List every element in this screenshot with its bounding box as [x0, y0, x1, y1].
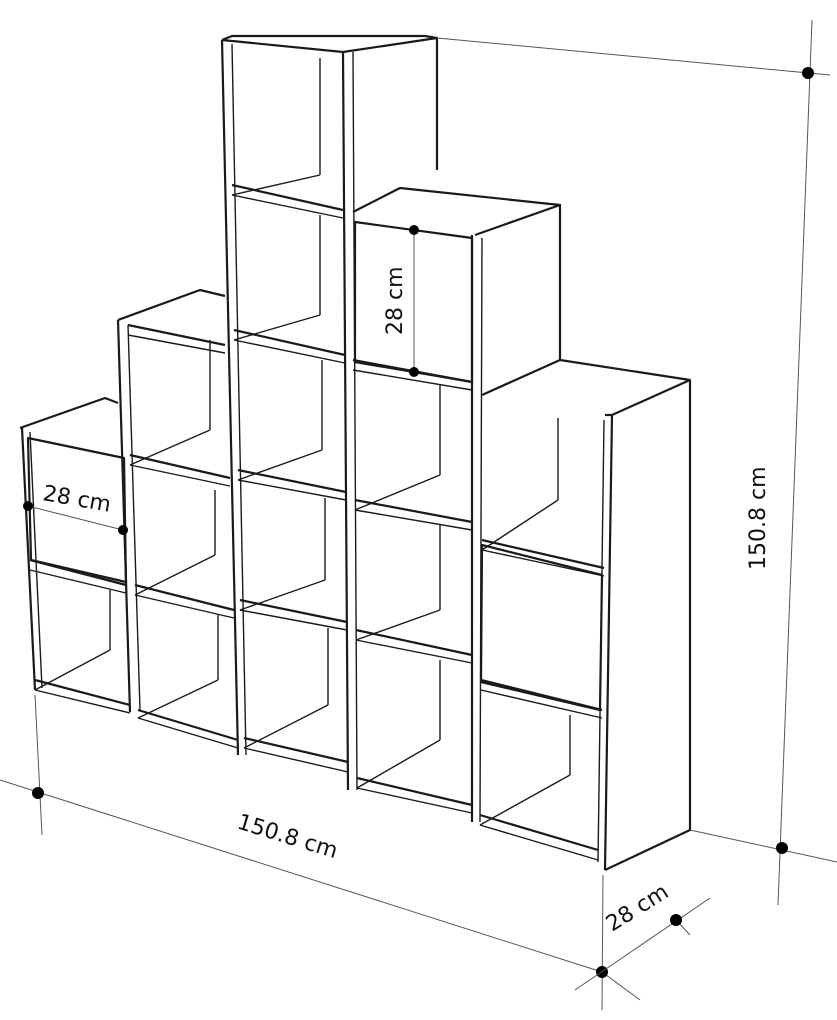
door-height-label: 28 cm: [383, 266, 408, 335]
total-width-dimension: 150.8 cm: [0, 694, 641, 1011]
depth-label: 28 cm: [602, 880, 673, 938]
total-height-dimension: 150.8 cm: [436, 19, 837, 906]
door-left: [26, 436, 128, 584]
door-width-dimension: 28 cm: [23, 481, 128, 535]
door-top: [353, 220, 474, 384]
total-height-label: 150.8 cm: [746, 466, 771, 570]
door-right: [479, 543, 604, 712]
total-width-label: 150.8 cm: [234, 810, 340, 864]
door-height-dimension: 28 cm: [383, 225, 419, 377]
depth-dimension: 28 cm: [574, 880, 711, 991]
shelf-outline: [19, 34, 692, 871]
